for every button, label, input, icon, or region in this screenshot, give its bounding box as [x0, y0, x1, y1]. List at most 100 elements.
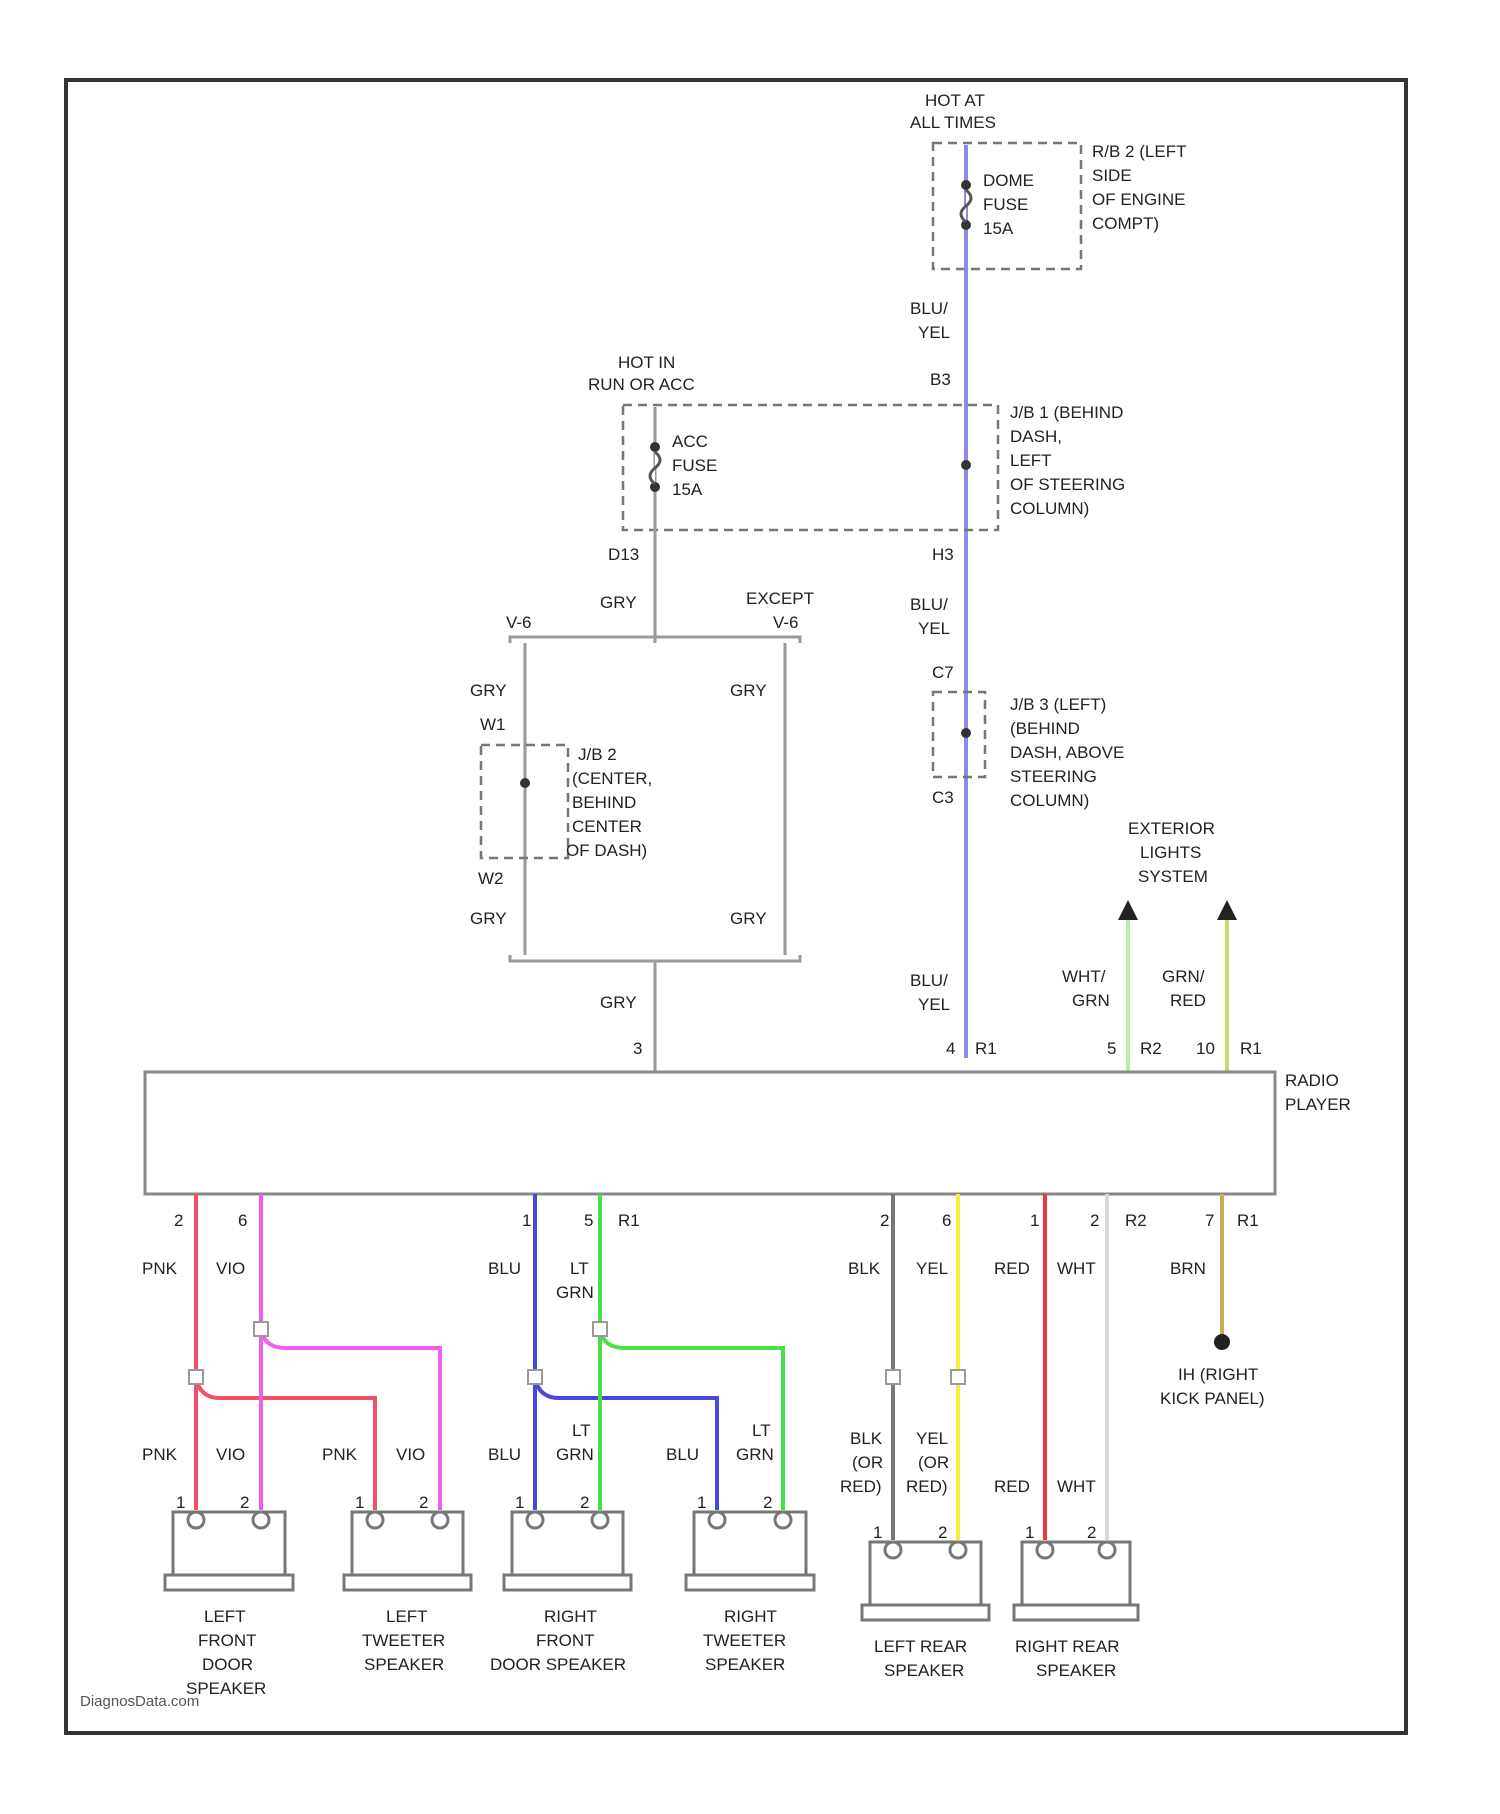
- pin-10-label: 10: [1196, 1039, 1215, 1058]
- splice-icon: [528, 1370, 542, 1384]
- exterior-lights-label-2: LIGHTS: [1140, 843, 1201, 862]
- splice-markers: [189, 1322, 965, 1384]
- v6-label: V-6: [506, 613, 532, 632]
- wire-label: (OR: [852, 1453, 883, 1472]
- speaker-name: FRONT: [198, 1631, 257, 1650]
- fuse-terminal-dot: [961, 180, 971, 190]
- ground-point-icon: [1214, 1334, 1230, 1350]
- jb2-label-5: OF DASH): [566, 841, 647, 860]
- hot-in-run-label: HOT IN: [618, 353, 675, 372]
- exterior-lights-label-3: SYSTEM: [1138, 867, 1208, 886]
- pin-label: R2: [1125, 1211, 1147, 1230]
- radio-player-label: RADIO: [1285, 1071, 1339, 1090]
- wire-label: YEL: [916, 1429, 948, 1448]
- speaker-pin: 2: [580, 1493, 589, 1512]
- wire-label: RED: [994, 1259, 1030, 1278]
- acc-fuse-dot: [650, 442, 660, 452]
- wire-label: GRN: [556, 1283, 594, 1302]
- jb2-label: J/B 2: [578, 745, 617, 764]
- pin-label: 5: [584, 1211, 593, 1230]
- hot-in-run-label-2: RUN OR ACC: [588, 375, 695, 394]
- speaker-pin: 2: [419, 1493, 428, 1512]
- except-v6-label-2: V-6: [773, 613, 799, 632]
- speaker-pin: 2: [240, 1493, 249, 1512]
- speaker-name: TWEETER: [703, 1631, 786, 1650]
- connector-h3-label: H3: [932, 545, 954, 564]
- left-tweeter-speaker-icon: [344, 1512, 471, 1590]
- jb1-label-5: COLUMN): [1010, 499, 1089, 518]
- wire-label: RED: [994, 1477, 1030, 1496]
- pin-label: 6: [238, 1211, 247, 1230]
- wire-yel-label-2: YEL: [918, 619, 950, 638]
- splice-icon: [189, 1370, 203, 1384]
- jb3-box: [933, 692, 985, 777]
- wire-label: BLK: [848, 1259, 881, 1278]
- dome-fuse-label-2: FUSE: [983, 195, 1028, 214]
- jb2-label-2: (CENTER,: [572, 769, 652, 788]
- wire-label: PNK: [322, 1445, 358, 1464]
- speaker-name: FRONT: [536, 1631, 595, 1650]
- jb1-label-4: OF STEERING: [1010, 475, 1125, 494]
- wire-yel-label-3: YEL: [918, 995, 950, 1014]
- jb3-circuit: BLU/ YEL C7 J/B 3 (LEFT) (BEHIND DASH, A…: [910, 595, 1124, 1014]
- jb2-junction-dot: [520, 778, 530, 788]
- right-tweeter-speaker-icon: [686, 1512, 814, 1590]
- connector-c7-label: C7: [932, 663, 954, 682]
- wire-label: RED): [840, 1477, 882, 1496]
- wire-label: LT: [570, 1259, 589, 1278]
- speaker-pin: 1: [176, 1493, 185, 1512]
- left-rear-speaker-icon: [862, 1542, 989, 1620]
- speaker-pin: 2: [763, 1493, 772, 1512]
- rb2-label-3: OF ENGINE: [1092, 190, 1186, 209]
- speaker-name: LEFT: [204, 1607, 246, 1626]
- jb1-junction-dot: [961, 460, 971, 470]
- r2-label: R2: [1140, 1039, 1162, 1058]
- gry-label-e: GRY: [730, 909, 767, 928]
- speakers: [165, 1512, 1138, 1620]
- gry-branch: GRY EXCEPT V-6 V-6 GRY GRY W1 J/B 2 (CEN…: [470, 589, 814, 1072]
- speaker-pin: 1: [697, 1493, 706, 1512]
- wire-label: YEL: [916, 1259, 948, 1278]
- pin-label: R1: [1237, 1211, 1259, 1230]
- wire-label: GRN: [736, 1445, 774, 1464]
- wire-yel-label: YEL: [918, 323, 950, 342]
- option-bracket-bottom: [510, 955, 800, 961]
- hot-at-all-times-label-2: ALL TIMES: [910, 113, 996, 132]
- wire-label: LT: [572, 1421, 591, 1440]
- except-v6-label: EXCEPT: [746, 589, 814, 608]
- pin-label: 1: [522, 1211, 531, 1230]
- speaker-name: LEFT: [386, 1607, 428, 1626]
- hot-at-all-times-label: HOT AT: [925, 91, 985, 110]
- arrow-up-icon: [1118, 900, 1138, 920]
- gry-label-f: GRY: [600, 993, 637, 1012]
- speaker-name: TWEETER: [362, 1631, 445, 1650]
- speaker-name: SPEAKER: [1036, 1661, 1116, 1680]
- speaker-name: RIGHT REAR: [1015, 1637, 1120, 1656]
- speaker-name: DOOR SPEAKER: [490, 1655, 626, 1674]
- splice-icon: [593, 1322, 607, 1336]
- watermark-text: DiagnosData.com: [80, 1693, 199, 1710]
- speaker-name: RIGHT: [724, 1607, 777, 1626]
- r1-label-2: R1: [1240, 1039, 1262, 1058]
- pin-label: 1: [1030, 1211, 1039, 1230]
- gry-label-b: GRY: [470, 681, 507, 700]
- wire-label: WHT: [1057, 1477, 1096, 1496]
- speaker-pin: 1: [873, 1523, 882, 1542]
- radio-player: 3 4 R1 5 R2 10 R1 RADIO PLAYER: [145, 1039, 1351, 1194]
- wire-labels-upper: PNK VIO BLU LT GRN BLK YEL RED WHT BRN I…: [142, 1259, 1265, 1408]
- acc-fuse-label-3: 15A: [672, 480, 703, 499]
- splice-icon: [951, 1370, 965, 1384]
- pin-4-label: 4: [946, 1039, 955, 1058]
- speaker-pin: 1: [515, 1493, 524, 1512]
- wire-label: BLU: [488, 1259, 521, 1278]
- wire-labels-lower: PNK VIO PNK VIO BLU LT GRN BLU LT GRN BL…: [142, 1421, 1096, 1496]
- gry-label-c: GRY: [730, 681, 767, 700]
- wire-label: PNK: [142, 1259, 178, 1278]
- pin-3-label: 3: [633, 1039, 642, 1058]
- splice-icon: [886, 1370, 900, 1384]
- speaker-pin: 2: [1087, 1523, 1096, 1542]
- jb3-label-5: COLUMN): [1010, 791, 1089, 810]
- wire-label: (OR: [918, 1453, 949, 1472]
- grn-red-label: GRN/: [1162, 967, 1205, 986]
